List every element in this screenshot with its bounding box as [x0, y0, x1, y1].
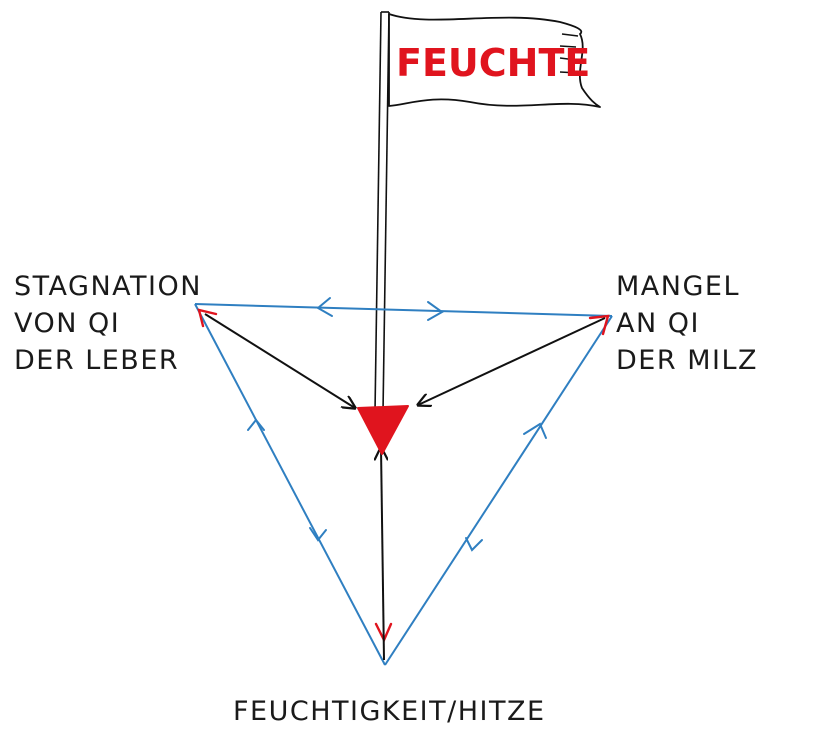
flag-banner: FEUCHTE — [388, 13, 601, 108]
right-edge-down-arrow — [465, 537, 483, 552]
tip-right-vertex — [588, 314, 610, 336]
left-edge-down-arrow — [309, 527, 327, 542]
left-edge-up-arrow — [247, 418, 265, 431]
flag-pole — [374, 11, 390, 413]
edge-top — [194, 303, 613, 317]
arrow-bottom-to-center — [381, 448, 384, 661]
node-label-left-line-2: VON QI — [14, 308, 121, 339]
outer-triangle — [194, 303, 613, 666]
node-label-left-line-3: DER LEBER — [14, 345, 180, 376]
edge-direction-marks — [247, 297, 547, 552]
node-label-bottom: FEUCHTIGKEIT/HITZE — [233, 693, 546, 730]
node-label-right: MANGEL AN QI DER MILZ — [616, 268, 758, 379]
arrow-left-to-center — [204, 313, 355, 408]
flag-title: FEUCHTE — [396, 41, 590, 85]
node-label-left: STAGNATION VON QI DER LEBER — [14, 268, 202, 379]
arrow-right-to-center — [418, 317, 606, 405]
node-label-left-line-1: STAGNATION — [14, 271, 202, 302]
top-edge-left-arrow — [316, 297, 333, 317]
edge-right — [384, 315, 613, 666]
center-marker — [357, 405, 409, 455]
center-arrows — [204, 313, 606, 661]
node-label-bottom-line-1: FEUCHTIGKEIT/HITZE — [233, 696, 546, 727]
right-edge-up-arrow — [523, 422, 547, 439]
edge-left — [194, 303, 386, 666]
node-label-right-line-2: AN QI — [616, 308, 700, 339]
top-edge-right-arrow — [427, 301, 444, 321]
vertex-arrow-tips — [197, 308, 610, 643]
node-label-right-line-3: DER MILZ — [616, 345, 758, 376]
tip-left-vertex — [197, 308, 218, 328]
node-label-right-line-1: MANGEL — [616, 271, 740, 302]
